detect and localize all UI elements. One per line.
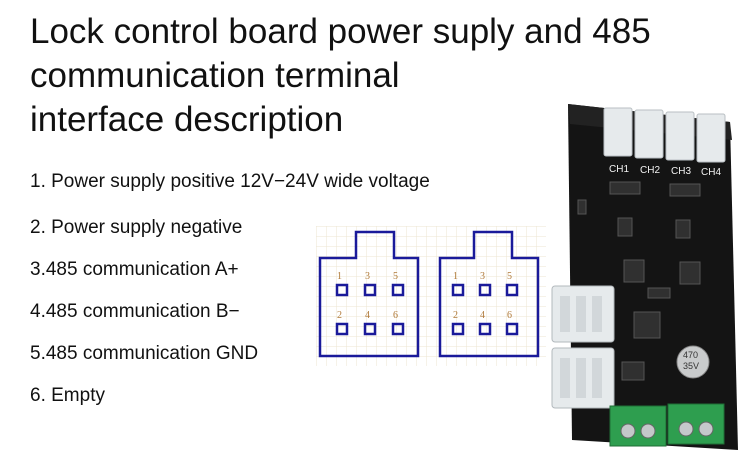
capacitor: 470 35V [676, 345, 710, 379]
connector-right-outline [438, 230, 540, 358]
connector-left-pin-pad [391, 322, 405, 336]
connector-right-pin-label: 3 [480, 271, 485, 282]
connector-left-pin-pad [363, 283, 377, 297]
connector-pinout-diagram: 1 3 5 2 4 6 1 3 5 2 4 6 [316, 226, 546, 366]
connector-right-pin-label: 1 [453, 271, 458, 282]
connector-left-pin-pad [363, 322, 377, 336]
connector-right-pin-pad [451, 322, 465, 336]
ch3-label: CH3 [671, 166, 691, 177]
ch4-label: CH4 [701, 167, 721, 178]
smd-components [577, 181, 701, 381]
pin-description-3: 3.485 communication A+ [30, 259, 239, 280]
title-line-3: interface description [30, 100, 344, 139]
connector-left-outline [318, 230, 420, 358]
connector-right-pin-label: 2 [453, 310, 458, 321]
capacitor-label: 470 [683, 350, 698, 360]
connector-right-pin-pad [505, 322, 519, 336]
pin-description-6: 6. Empty [30, 385, 105, 406]
connector-left-pin-pad [391, 283, 405, 297]
connector-right-pin-label: 6 [507, 310, 512, 321]
connector-right-pin-pad [478, 322, 492, 336]
channel-connectors [603, 107, 726, 163]
pin-description-4: 4.485 communication B− [30, 301, 240, 322]
pin-description-1: 1. Power supply positive 12V−24V wide vo… [30, 171, 430, 192]
connector-left-pin-label: 3 [365, 271, 370, 282]
connector-right-pin-label: 5 [507, 271, 512, 282]
connector-right-pin-pad [478, 283, 492, 297]
lock-control-board-photo: CH1 CH2 CH3 CH4 470 35V [551, 104, 738, 450]
page-title: Lock control board power suply and 485 c… [30, 10, 730, 142]
connector-left-pin-label: 4 [365, 310, 370, 321]
capacitor-label: 35V [683, 361, 699, 371]
pin-description-2: 2. Power supply negative [30, 217, 243, 238]
connector-left-pin-pad [335, 283, 349, 297]
connector-left-pin-label: 1 [337, 271, 342, 282]
ch1-label: CH1 [609, 164, 629, 175]
connector-right-pin-pad [451, 283, 465, 297]
connector-left-pin-label: 2 [337, 310, 342, 321]
connector-left-pin-label: 5 [393, 271, 398, 282]
connector-right-pin-label: 4 [480, 310, 485, 321]
connector-left: 1 3 5 2 4 6 [318, 230, 420, 358]
connector-right-pin-pad [505, 283, 519, 297]
pin-description-5: 5.485 communication GND [30, 343, 259, 364]
connector-left-pin-label: 6 [393, 310, 398, 321]
connector-left-pin-pad [335, 322, 349, 336]
connector-right: 1 3 5 2 4 6 [438, 230, 540, 358]
ch2-label: CH2 [640, 165, 660, 176]
power-485-connectors [551, 285, 615, 409]
title-line-2: communication terminal [30, 56, 400, 95]
screw-terminals [609, 403, 725, 447]
title-line-1: Lock control board power suply and 485 [30, 12, 651, 51]
